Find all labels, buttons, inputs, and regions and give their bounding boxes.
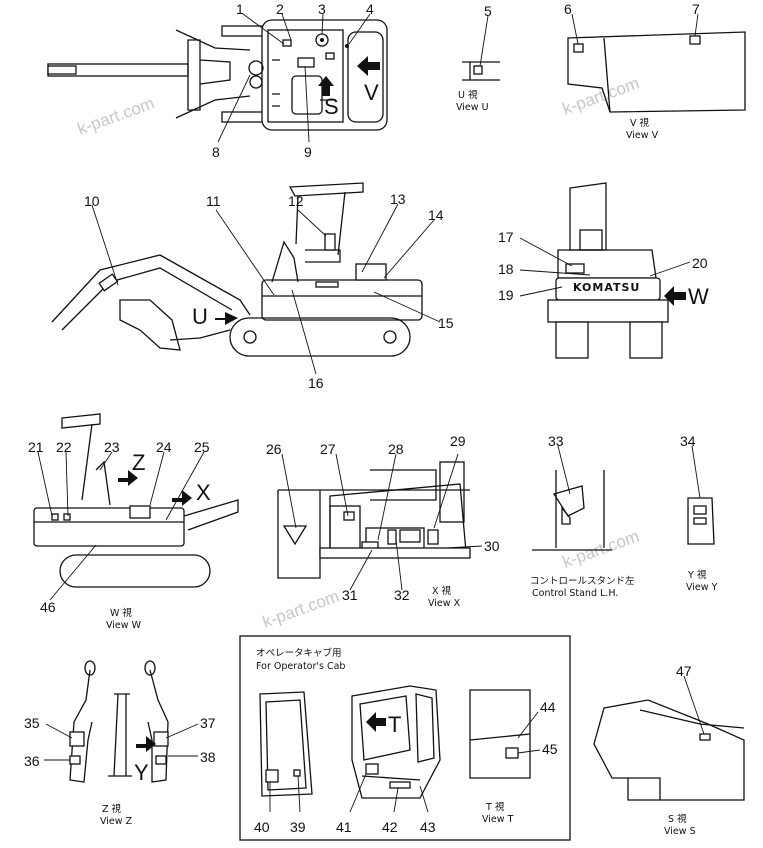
callout-5: 5 xyxy=(484,3,492,19)
callout-20: 20 xyxy=(692,255,708,271)
callout-7: 7 xyxy=(692,1,700,17)
view-z-drawing xyxy=(44,660,199,783)
caption-view-v-jp: V 視 xyxy=(630,117,650,129)
callout-36: 36 xyxy=(24,753,40,769)
caption-control-stand: Control Stand L.H. xyxy=(532,588,618,599)
callout-27: 27 xyxy=(320,441,336,457)
callout-24: 24 xyxy=(156,439,172,455)
callout-39: 39 xyxy=(290,819,306,835)
callout-29: 29 xyxy=(450,433,466,449)
callout-38: 38 xyxy=(200,749,216,765)
callout-22: 22 xyxy=(56,439,72,455)
view-letter-s: S xyxy=(324,94,339,119)
callout-13: 13 xyxy=(390,191,406,207)
caption-view-s-jp: S 視 xyxy=(668,813,687,825)
view-letter-t: T xyxy=(388,712,401,737)
callout-15: 15 xyxy=(438,315,454,331)
callout-10: 10 xyxy=(84,193,100,209)
callout-41: 41 xyxy=(336,819,352,835)
callout-19: 19 xyxy=(498,287,514,303)
view-letter-z: Z xyxy=(132,450,145,475)
view-y-drawing xyxy=(687,445,715,545)
caption-view-z-jp: Z 視 xyxy=(102,803,122,815)
top-view-drawing xyxy=(47,19,388,131)
caption-view-s: View S xyxy=(664,826,696,837)
caption-view-y: View Y xyxy=(686,582,718,593)
leader-lines-rear-view xyxy=(519,237,691,297)
view-letter-x: X xyxy=(196,480,211,505)
callout-21: 21 xyxy=(28,439,44,455)
callout-9: 9 xyxy=(304,144,312,160)
caption-view-t-jp: T 視 xyxy=(485,801,505,813)
callout-40: 40 xyxy=(254,819,270,835)
callout-1: 1 xyxy=(236,1,244,17)
callout-45: 45 xyxy=(542,741,558,757)
view-letter-w: W xyxy=(688,284,709,309)
callout-25: 25 xyxy=(194,439,210,455)
caption-view-x-jp: X 視 xyxy=(432,585,452,597)
callout-35: 35 xyxy=(24,715,40,731)
view-letter-y: Y xyxy=(134,760,149,785)
callout-33: 33 xyxy=(548,433,564,449)
caption-view-w-jp: W 視 xyxy=(110,607,132,619)
callout-34: 34 xyxy=(680,433,696,449)
watermark: k-part.com xyxy=(560,526,642,571)
control-stand-drawing xyxy=(532,445,612,551)
rear-view-drawing xyxy=(547,182,686,359)
view-x-drawing xyxy=(277,461,471,579)
callout-43: 43 xyxy=(420,819,436,835)
callout-2: 2 xyxy=(276,1,284,17)
callout-32: 32 xyxy=(394,587,410,603)
leader-lines-view-w xyxy=(37,451,205,601)
callout-26: 26 xyxy=(266,441,282,457)
caption-control-stand-jp: コントロールスタンド左 xyxy=(530,575,635,587)
operator-cab-drawing xyxy=(259,685,541,813)
callout-6: 6 xyxy=(564,1,572,17)
callout-47: 47 xyxy=(676,663,692,679)
view-v-drawing xyxy=(567,13,746,113)
callout-16: 16 xyxy=(308,375,324,391)
callout-42: 42 xyxy=(382,819,398,835)
caption-view-x: View X xyxy=(428,598,461,609)
callout-8: 8 xyxy=(212,144,220,160)
callout-14: 14 xyxy=(428,207,444,223)
leader-lines-view-x xyxy=(281,453,483,591)
caption-view-v: View V xyxy=(626,130,659,141)
callout-11: 11 xyxy=(206,193,221,209)
callout-3: 3 xyxy=(318,1,326,17)
caption-view-y-jp: Y 視 xyxy=(687,569,707,581)
caption-operator-cab: For Operator's Cab xyxy=(256,661,345,672)
view-letter-v: V xyxy=(364,80,379,105)
callout-4: 4 xyxy=(366,1,374,17)
caption-view-u: View U xyxy=(456,102,489,113)
caption-view-w: View W xyxy=(106,620,142,631)
caption-view-u-jp: U 視 xyxy=(458,89,478,101)
caption-operator-cab-jp: オペレータキャブ用 xyxy=(256,647,342,659)
view-u-drawing xyxy=(462,15,500,81)
callout-31: 31 xyxy=(342,587,358,603)
callout-37: 37 xyxy=(200,715,216,731)
callout-30: 30 xyxy=(484,538,500,554)
callout-18: 18 xyxy=(498,261,514,277)
view-w-drawing xyxy=(33,413,239,588)
operator-cab-frame xyxy=(239,635,571,841)
watermark: k-part.com xyxy=(260,586,342,631)
caption-view-t: View T xyxy=(482,814,514,825)
callout-46: 46 xyxy=(40,599,56,615)
leader-lines-top-view xyxy=(217,13,371,143)
caption-view-z: View Z xyxy=(100,816,133,827)
callout-23: 23 xyxy=(104,439,120,455)
view-letter-u: U xyxy=(192,304,208,329)
callout-44: 44 xyxy=(540,699,556,715)
watermark: k-part.com xyxy=(75,93,157,138)
callout-17: 17 xyxy=(498,229,514,245)
machine-brand-decal: KOMATSU xyxy=(573,281,640,294)
leader-lines-side-view xyxy=(91,203,441,375)
view-s-drawing xyxy=(593,675,745,801)
callout-28: 28 xyxy=(388,441,404,457)
callout-12: 12 xyxy=(288,193,304,209)
side-view-drawing xyxy=(51,182,423,357)
